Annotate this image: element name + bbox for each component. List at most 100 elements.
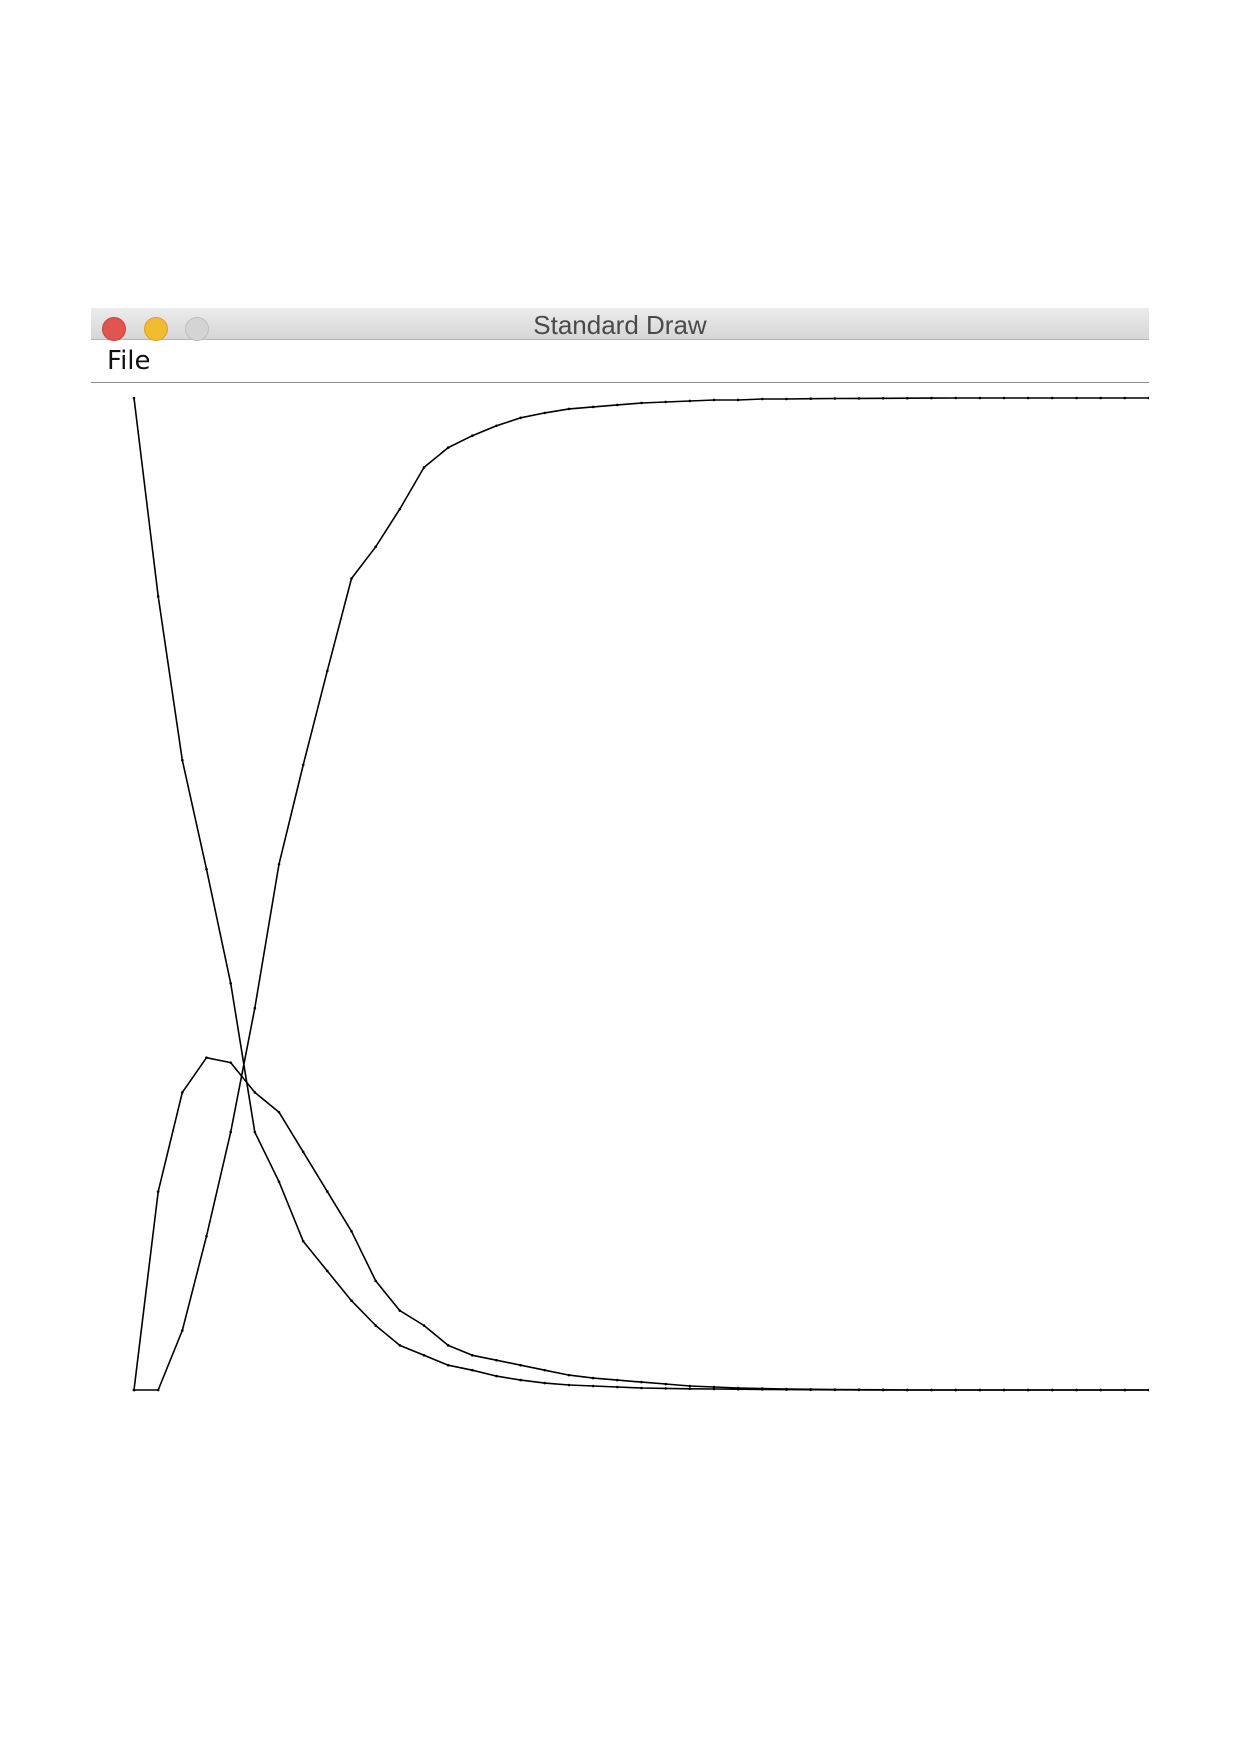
menu-bar: File [91,341,1149,383]
data-point-s3-10 [374,545,377,549]
data-point-s3-26 [761,397,764,401]
data-point-s3-38 [1051,396,1054,400]
data-point-s2-31 [881,1388,885,1392]
data-point-s3-6 [277,862,281,866]
data-point-s3-23 [688,399,692,403]
data-point-s2-2 [181,1091,184,1094]
data-point-s3-1 [156,1388,160,1392]
data-point-s1-23 [688,1387,692,1391]
data-point-s2-40 [1099,1388,1102,1392]
drawing-canvas[interactable] [91,384,1149,1428]
data-point-s1-0 [132,396,136,400]
line-chart [132,396,1149,1392]
zoom-button[interactable] [185,317,209,341]
data-point-s1-7 [301,1239,305,1243]
series-line-1 [133,397,1149,1391]
data-point-s3-16 [519,416,522,420]
data-point-s2-22 [664,1382,667,1386]
data-point-s1-24 [712,1387,716,1391]
data-point-s3-24 [712,398,716,402]
standard-draw-window: Standard Draw File [91,308,1149,1428]
data-point-s2-3 [205,1056,208,1059]
data-point-s2-21 [640,1380,643,1384]
data-point-s1-14 [471,1368,474,1372]
data-point-s2-34 [954,1388,957,1392]
data-point-s3-2 [181,1329,184,1332]
data-point-s1-10 [374,1324,377,1327]
data-point-s1-9 [350,1299,353,1303]
data-point-s2-9 [350,1229,353,1233]
series-line-2 [133,1056,1149,1391]
data-point-s3-41 [1123,396,1127,400]
data-point-s2-39 [1075,1388,1078,1392]
data-point-s1-21 [640,1386,643,1390]
data-point-s3-15 [495,424,498,428]
data-point-s2-5 [253,1091,257,1094]
data-point-s3-27 [785,397,788,401]
data-point-s3-18 [567,407,571,411]
data-point-s3-8 [326,669,329,673]
data-point-s2-28 [809,1388,812,1391]
data-point-s3-25 [736,398,740,402]
data-point-s3-7 [301,763,305,767]
data-point-s1-12 [422,1353,426,1357]
data-point-s3-22 [664,400,667,404]
data-point-s3-5 [253,1006,257,1010]
data-point-s1-6 [277,1180,281,1183]
window-title: Standard Draw [533,310,707,340]
data-point-s2-38 [1051,1388,1054,1392]
data-point-s2-30 [857,1388,861,1392]
data-point-s2-13 [446,1344,450,1347]
data-point-s3-21 [640,401,643,405]
file-menu[interactable]: File [107,346,151,376]
minimize-button[interactable] [144,317,168,341]
data-point-s3-30 [857,397,861,400]
data-point-s3-9 [350,577,353,580]
data-point-s1-20 [616,1385,619,1389]
data-point-s3-4 [229,1130,232,1134]
data-point-s2-15 [495,1358,498,1362]
data-point-s1-15 [495,1374,498,1378]
data-point-s2-29 [833,1388,837,1391]
data-point-s2-4 [229,1061,232,1064]
data-point-s2-10 [374,1279,377,1283]
data-point-s2-32 [906,1388,909,1392]
data-point-s2-23 [688,1384,692,1388]
data-point-s2-26 [761,1387,764,1390]
data-point-s2-12 [422,1324,426,1327]
data-point-s3-31 [881,396,885,400]
data-point-s2-25 [736,1386,740,1390]
data-point-s3-37 [1026,396,1030,400]
data-point-s1-8 [326,1269,329,1273]
data-point-s3-19 [591,405,595,409]
data-point-s2-20 [616,1378,619,1382]
data-point-s1-22 [664,1387,667,1390]
data-point-s3-29 [833,397,837,400]
data-point-s2-7 [301,1150,305,1154]
data-point-s2-6 [277,1110,281,1114]
data-point-s2-19 [591,1376,595,1380]
data-point-s3-34 [954,396,957,400]
data-point-s3-40 [1099,396,1102,400]
data-point-s2-14 [471,1353,474,1357]
data-point-s3-33 [930,396,933,400]
data-point-s3-36 [1002,396,1006,400]
title-bar[interactable]: Standard Draw [91,308,1149,341]
data-point-s1-17 [543,1381,547,1385]
close-button[interactable] [102,317,126,341]
data-point-s3-35 [978,396,982,400]
data-point-s1-3 [205,867,208,871]
data-point-s3-39 [1075,396,1078,400]
data-point-s1-18 [567,1383,571,1387]
data-point-s1-11 [398,1344,402,1347]
data-point-s2-1 [156,1190,160,1193]
data-point-s1-19 [591,1384,595,1388]
data-point-s3-20 [616,403,619,407]
data-point-s2-8 [326,1190,329,1193]
data-point-s3-42 [1147,396,1149,400]
data-point-s1-2 [181,758,184,762]
data-point-s3-0 [132,1388,136,1392]
data-point-s1-16 [519,1378,522,1382]
data-point-s1-1 [156,595,160,598]
data-point-s3-14 [471,434,474,437]
